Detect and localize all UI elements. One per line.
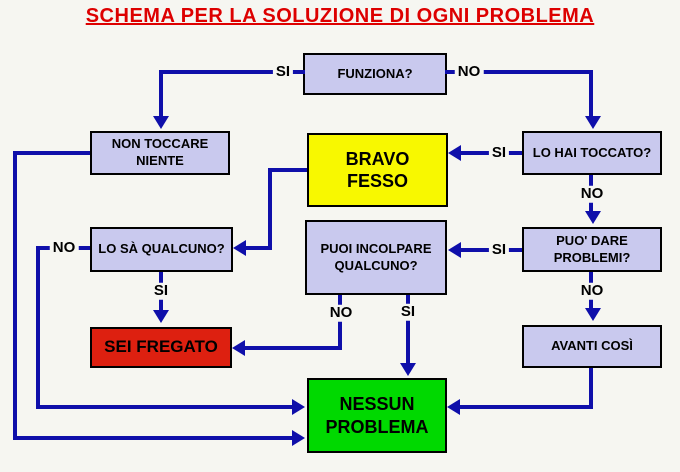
line-segment [245,346,342,350]
line-segment [268,168,307,172]
node-nessun-problema: NESSUN PROBLEMA [307,378,447,453]
arrowhead-left-icon [232,340,245,356]
arrowhead-down-icon [585,308,601,321]
page-title: SCHEMA PER LA SOLUZIONE DI OGNI PROBLEMA [85,5,595,27]
line-segment [589,70,593,118]
line-segment [13,151,90,155]
line-segment [36,405,292,409]
arrowhead-left-icon [448,145,461,161]
node-sei-fregato: SEI FREGATO [90,327,232,368]
edge-label-incolpare-si: SI [397,303,419,321]
arrowhead-left-icon [233,240,246,256]
arrowhead-left-icon [448,242,461,258]
line-segment [159,70,305,74]
edge-label-qualcuno-si: SI [150,282,172,300]
edge-label-problemi-no: NO [577,282,607,300]
line-segment [406,295,410,365]
node-lo-sa-qualcuno: LO SÀ QUALCUNO? [90,227,233,272]
arrowhead-down-icon [153,116,169,129]
line-segment [589,368,593,409]
line-segment [36,246,40,409]
edge-label-funziona-no: NO [454,63,484,81]
node-avanti-cosi: AVANTI COSÌ [522,325,662,368]
arrowhead-right-icon [292,399,305,415]
edge-label-problemi-si: SI [488,241,510,259]
node-puo-dare-problemi: PUO' DARE PROBLEMI? [522,227,662,272]
line-segment [268,168,272,250]
arrowhead-down-icon [585,116,601,129]
node-bravo-fesso: BRAVO FESSO [307,133,448,207]
arrowhead-down-icon [400,363,416,376]
arrowhead-left-icon [447,399,460,415]
arrowhead-right-icon [292,430,305,446]
node-funziona: FUNZIONA? [303,53,447,95]
line-segment [460,405,593,409]
arrowhead-down-icon [153,310,169,323]
edge-label-qualcuno-no: NO [49,239,79,257]
edge-label-toccato-no: NO [577,185,607,203]
line-segment [13,151,17,440]
node-puoi-incolpare-qualcuno: PUOI INCOLPARE QUALCUNO? [305,220,447,295]
node-non-toccare-niente: NON TOCCARE NIENTE [90,131,230,175]
line-segment [159,70,163,118]
line-segment [445,70,593,74]
edge-label-toccato-si: SI [488,144,510,162]
line-segment [246,246,272,250]
arrowhead-down-icon [585,211,601,224]
node-lo-hai-toccato: LO HAI TOCCATO? [522,131,662,175]
edge-label-incolpare-no: NO [326,304,356,322]
line-segment [338,295,342,350]
edge-label-funziona-si: SI [272,63,294,81]
line-segment [13,436,292,440]
